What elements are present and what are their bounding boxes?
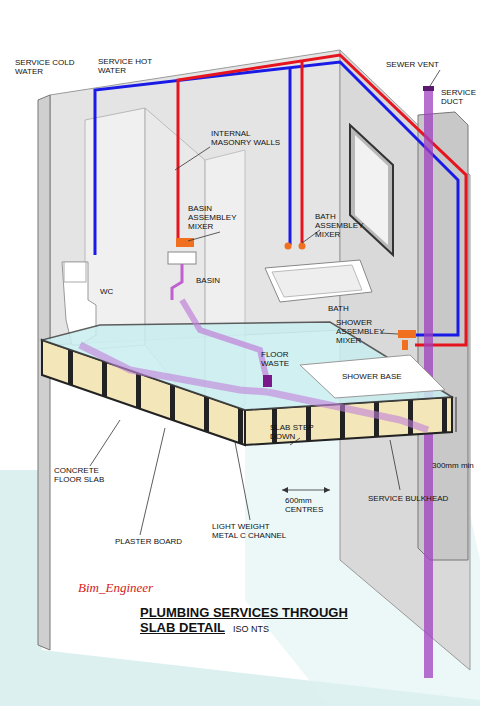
part-label: SHOWER BASE xyxy=(342,372,412,381)
part-label: WC xyxy=(100,287,120,296)
part-label: SEWER VENT xyxy=(386,60,446,69)
part-label: PLASTER BOARD xyxy=(115,537,185,546)
part-label: BASIN xyxy=(196,276,236,285)
part-label: 600mm CENTRES xyxy=(285,496,337,514)
part-label: BATH xyxy=(328,304,368,313)
part-label: CONCRETE FLOOR SLAB xyxy=(54,466,116,484)
part-label: LIGHT WEIGHT METAL C CHANNEL xyxy=(212,522,294,540)
part-label: INTERNAL MASONRY WALLS xyxy=(211,129,286,147)
part-label: SERVICE DUCT xyxy=(441,88,485,106)
part-label: 300mm min xyxy=(432,461,492,470)
part-label: BATH ASSEMBLEY MIXER xyxy=(315,212,385,239)
part-label: FLOOR WASTE xyxy=(261,350,301,368)
scale-note: ISO NTS xyxy=(233,624,293,635)
part-label: SHOWER ASSEMBLEY MIXER xyxy=(336,318,396,345)
part-label: SERVICE COLD WATER xyxy=(15,58,85,76)
part-label: SERVICE HOT WATER xyxy=(98,57,170,75)
part-label: SLAB STEP DOWN xyxy=(270,423,325,441)
watermark: Bim_Engineer xyxy=(78,580,198,595)
part-label: BASIN ASSEMBLEY MIXER xyxy=(188,204,258,231)
part-label: SERVICE BULKHEAD xyxy=(368,494,468,503)
